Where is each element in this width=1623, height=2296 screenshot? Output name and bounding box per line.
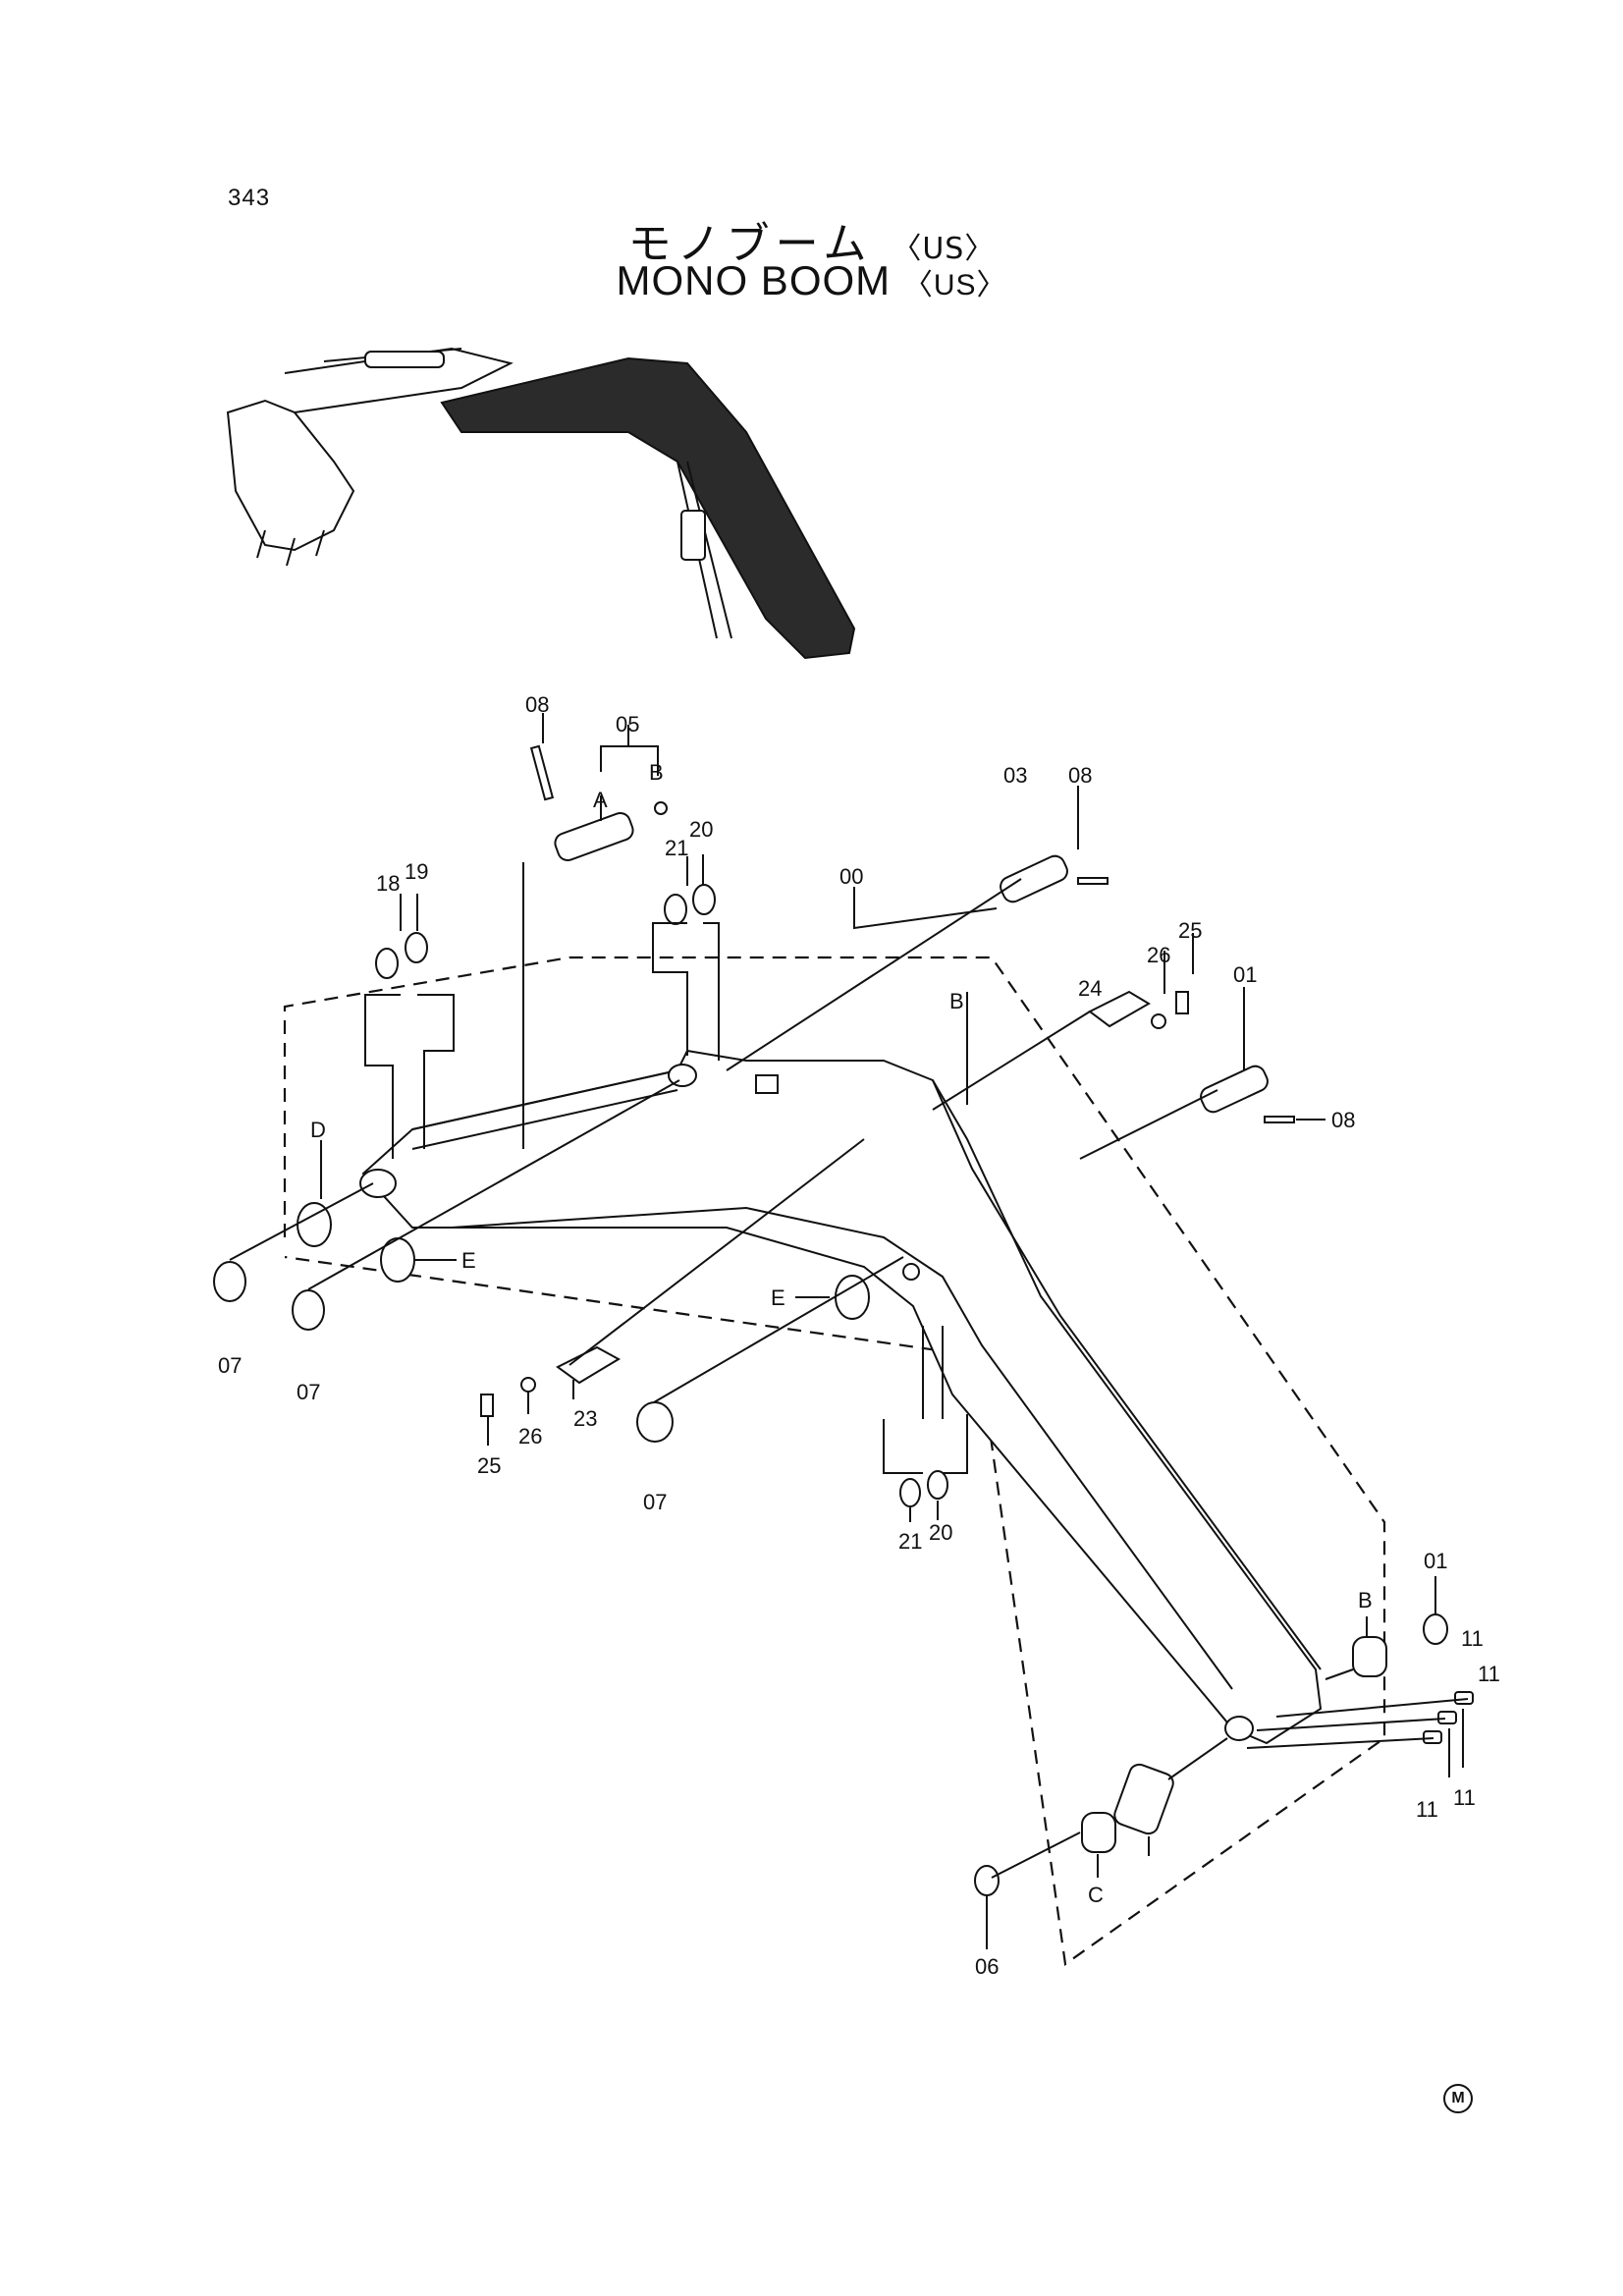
callout-label: 03 (1003, 763, 1027, 788)
callout-label: 21 (665, 836, 688, 860)
title-japanese: モノブーム 〈US〉 (0, 208, 1623, 271)
title-japanese-suffix: 〈US〉 (892, 232, 996, 266)
callout-label: E (771, 1285, 785, 1310)
callout-label: 08 (525, 692, 549, 717)
callout-label: 26 (1147, 943, 1170, 967)
callout-label: 25 (1178, 918, 1202, 943)
callout-label: B (949, 989, 964, 1013)
title-english-text: MONO BOOM (616, 257, 892, 303)
callout-label: 01 (1424, 1549, 1447, 1573)
callout-label: 00 (839, 864, 863, 889)
page-number: 343 (228, 185, 271, 211)
callout-label: 24 (1078, 976, 1102, 1001)
callout-label: 07 (218, 1353, 242, 1378)
callout-label: 26 (518, 1424, 542, 1449)
callout-label: 25 (477, 1453, 501, 1478)
callout-label: D (310, 1118, 326, 1142)
callout-label: C (1088, 1883, 1104, 1907)
callout-label: 08 (1068, 763, 1092, 788)
mono-boom-body (359, 1049, 1323, 1745)
callout-label: 20 (689, 817, 713, 842)
excavator-inset-illustration (226, 347, 856, 660)
callout-label: 11 (1416, 1797, 1438, 1822)
callout-label: B (1358, 1588, 1373, 1613)
title-english: MONO BOOM 〈US〉 (0, 257, 1623, 304)
callout-labels: 08 05 A B 18 19 21 20 00 03 08 01 08 24 … (218, 692, 1500, 1979)
callout-label: 18 (376, 871, 400, 896)
callout-label: 20 (929, 1520, 952, 1545)
title-english-suffix: 〈US〉 (902, 269, 1007, 301)
callout-label: 06 (975, 1954, 999, 1979)
callout-label: 05 (616, 712, 639, 737)
callout-label: 23 (573, 1406, 597, 1431)
callout-label: 07 (297, 1380, 320, 1404)
callout-label: E (461, 1248, 476, 1273)
callout-label: 07 (643, 1490, 667, 1514)
callout-label: 11 (1478, 1662, 1500, 1686)
part-shapes (213, 744, 1474, 1896)
title-japanese-text: モノブーム (627, 219, 873, 269)
callout-label: 11 (1461, 1626, 1484, 1651)
leader-lines (229, 713, 1469, 1949)
callout-label: A (593, 788, 608, 812)
callout-label: B (649, 760, 664, 785)
callout-label: 11 (1453, 1785, 1476, 1810)
callout-label: 19 (405, 859, 428, 884)
callout-label: 01 (1233, 962, 1257, 987)
manufacturer-mark: M (1443, 2084, 1473, 2113)
callout-label: 08 (1331, 1108, 1355, 1132)
callout-label: 21 (898, 1529, 922, 1554)
